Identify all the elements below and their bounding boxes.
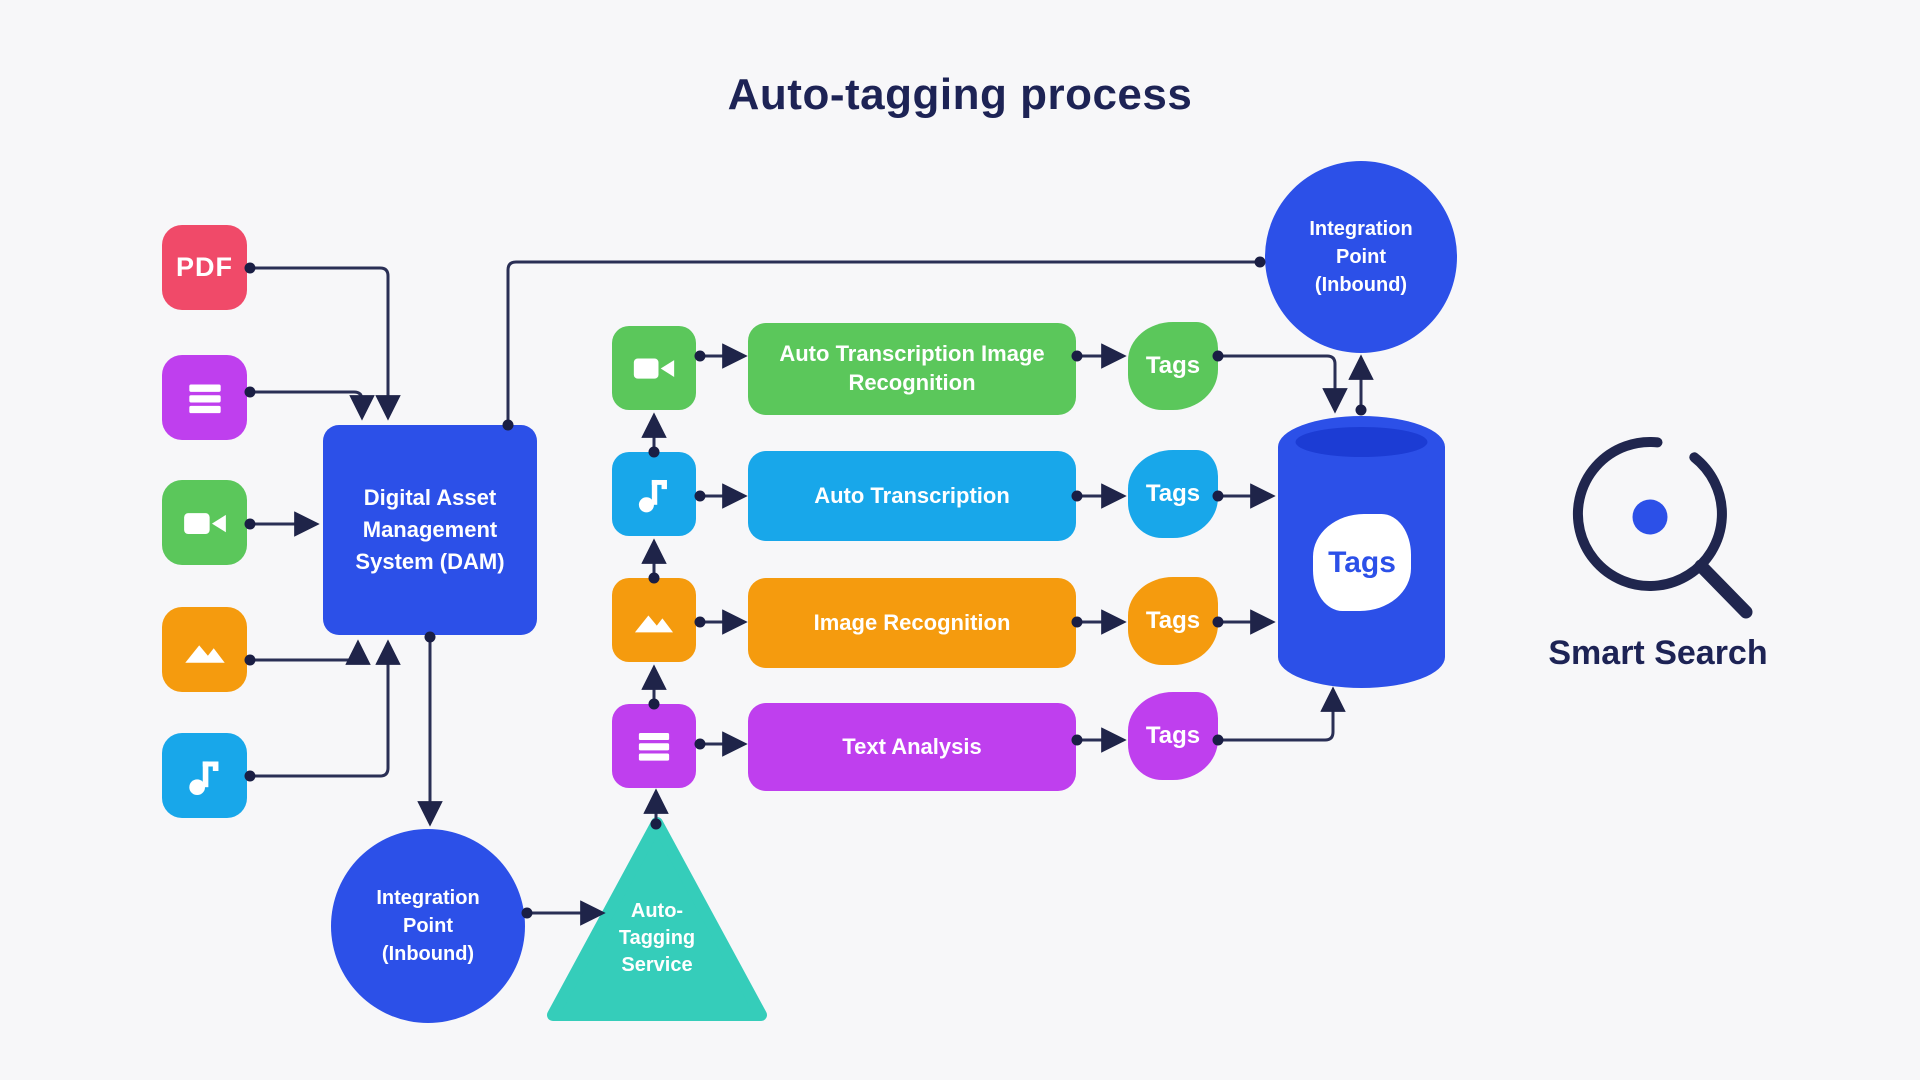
dam-node: Digital Asset Management System (DAM)	[323, 425, 537, 635]
tags-blob-label: Tags	[1145, 722, 1201, 749]
integration-point-inbound-top: Integration Point (Inbound)	[1265, 161, 1457, 353]
tags-blob-label: Tags	[1145, 352, 1201, 379]
tags-database-label: Tags	[1328, 545, 1396, 579]
text-icon	[612, 704, 696, 788]
edge-audio-to-dam	[248, 639, 401, 778]
audio-file-icon	[162, 733, 247, 818]
tags-blob-label: Tags	[1145, 607, 1201, 634]
text-file-icon	[162, 355, 247, 440]
edge-tag1-to-cylinder	[1216, 354, 1348, 414]
tags-blob-green: Tags	[1128, 322, 1218, 410]
service-box-auto-transcription: Auto Transcription	[748, 451, 1076, 541]
search-dot	[1632, 499, 1668, 535]
smart-search-icon	[1572, 437, 1753, 619]
edge-image-to-dam	[248, 639, 371, 665]
service-label: Auto Transcription Image Recognition	[779, 341, 1045, 395]
auto-tagging-service-node: Auto-Tagging Service	[557, 868, 757, 1008]
tags-blob-blue: Tags	[1128, 450, 1218, 538]
service-label: Image Recognition	[813, 609, 1011, 635]
video-icon	[612, 326, 696, 410]
image-file-icon	[162, 607, 247, 692]
video-file-icon	[162, 480, 247, 565]
service-label: Text Analysis	[842, 733, 982, 759]
edge-pdf-to-dam	[248, 266, 401, 421]
integration-point-label: Integration Point (Inbound)	[1309, 218, 1413, 296]
smart-search-label: Smart Search	[1548, 634, 1768, 672]
service-label: Auto Transcription	[814, 482, 1010, 508]
service-box-image-recognition: Image Recognition	[748, 578, 1076, 668]
music-note-icon	[612, 452, 696, 536]
page-title: Auto-tagging process	[727, 70, 1193, 119]
tags-blob-label: Tags	[1145, 480, 1201, 507]
tags-blob-purple: Tags	[1128, 692, 1218, 780]
auto-tagging-service-label: Auto-Tagging Service	[618, 899, 696, 976]
image-icon	[612, 578, 696, 662]
pdf-file-icon: PDF	[162, 225, 247, 310]
integration-point-label: Integration Point (Inbound)	[376, 887, 480, 965]
tags-blob-orange: Tags	[1128, 577, 1218, 665]
pdf-file-label: PDF	[176, 252, 233, 282]
service-box-auto-transcription-image-recognition: Auto Transcription Image Recognition	[748, 323, 1076, 415]
integration-point-inbound-bottom: Integration Point (Inbound)	[331, 829, 525, 1023]
edge-text-to-dam	[248, 390, 375, 421]
dam-label: Digital Asset Management System (DAM)	[355, 485, 505, 574]
tags-database-blob: Tags	[1313, 514, 1411, 611]
service-box-text-analysis: Text Analysis	[748, 703, 1076, 791]
